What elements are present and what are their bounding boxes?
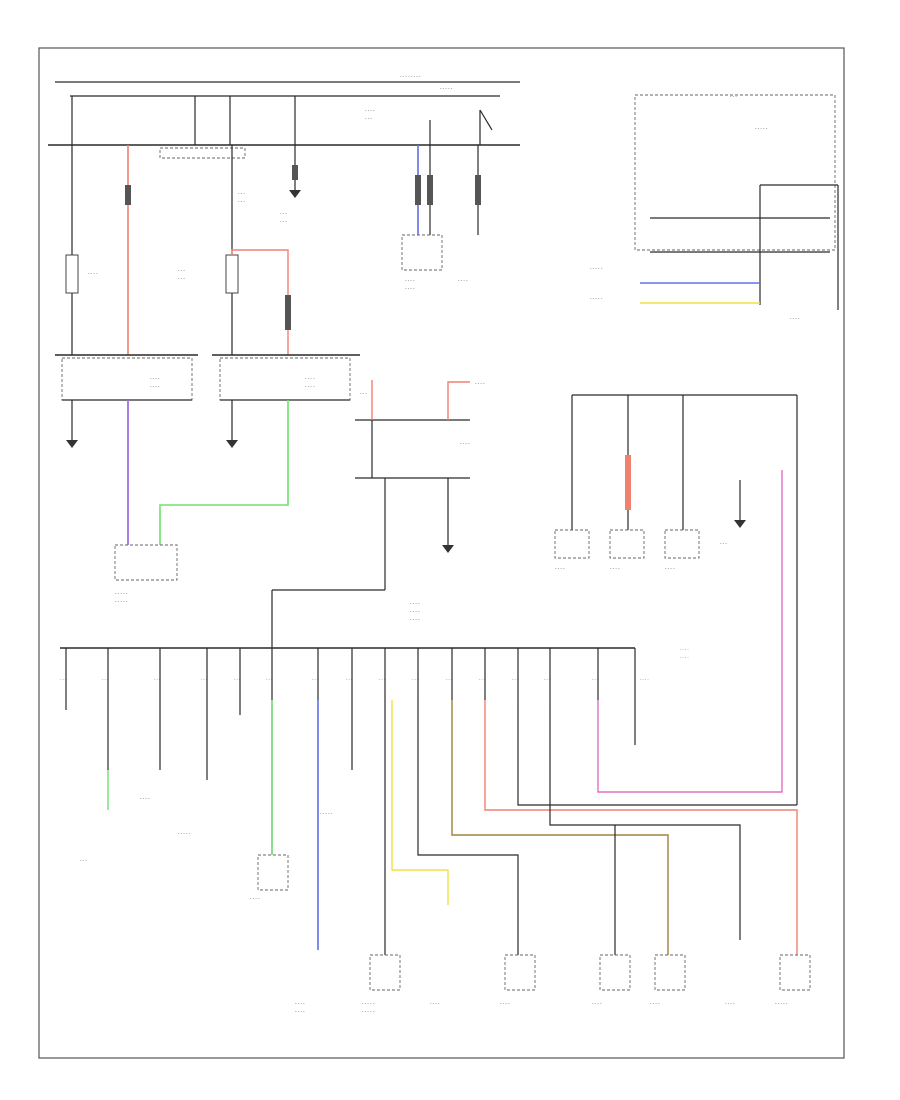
svg-text:- - - - -: - - - - - (775, 1001, 788, 1006)
svg-text:- - - - -: - - - - - (362, 1001, 375, 1006)
svg-text:- - -: - - - (80, 858, 87, 863)
svg-text:- - - -: - - - - (305, 384, 315, 389)
svg-text:- - - -: - - - - (665, 566, 675, 571)
svg-text:- - -: - - - (178, 268, 185, 273)
battery-feed-circuit: - - - - (65, 145, 131, 355)
svg-text:- - -: - - - (238, 199, 245, 204)
svg-text:- - -: - - - (280, 219, 287, 224)
svg-text:- - -: - - - (544, 677, 551, 681)
svg-text:- - -: - - - (479, 677, 486, 681)
svg-text:- - - -: - - - - (500, 1001, 510, 1006)
svg-text:- - - -: - - - - (610, 566, 620, 571)
svg-text:- - - - -: - - - - - (178, 831, 191, 836)
svg-text:- - - - -: - - - - - (590, 296, 603, 301)
top-power-bus: - - - - - - - - - - - - - - - - - - - - (48, 74, 520, 159)
svg-text:- - - -: - - - - (790, 316, 800, 321)
svg-text:- - - -: - - - - (725, 1001, 735, 1006)
ground-symbol-top: - - - - - - (280, 145, 301, 224)
svg-text:- - -: - - - (379, 677, 386, 681)
right-switch-module: - - - - - - - - - - - - - - - - - - - - … (590, 94, 839, 321)
svg-text:- - - - -: - - - - - (115, 599, 128, 604)
bottom-devices: - - - - - - - - - - - - - - - - - - - - … (80, 796, 811, 1014)
svg-text:- - -: - - - (266, 677, 273, 681)
svg-text:- - - - -: - - - - - (440, 86, 453, 91)
svg-text:- - - - -: - - - - - (755, 126, 768, 131)
svg-text:- - -: - - - (730, 94, 737, 99)
svg-text:- - - - -: - - - - - (362, 1009, 375, 1014)
right-sensor-row: - - - - - - - - - - - - - - - (554, 394, 798, 805)
svg-text:- - - -: - - - - (430, 1001, 440, 1006)
svg-text:- - - -: - - - - (250, 896, 260, 901)
svg-text:- - - -: - - - - (305, 376, 315, 381)
svg-text:- - - - - - - -: - - - - - - - - (400, 74, 421, 79)
left-module-outputs: - - - - - - - - - - (66, 400, 289, 604)
svg-text:- - - -: - - - - (410, 601, 420, 606)
svg-text:- - - -: - - - - (680, 655, 689, 659)
svg-text:- - -: - - - (201, 677, 208, 681)
svg-text:- - -: - - - (360, 391, 367, 396)
svg-text:- - - -: - - - - (365, 108, 375, 113)
svg-text:- - -: - - - (154, 677, 161, 681)
left-module-row: - - - - - - - - - - - - - - - - (55, 354, 360, 401)
downstream-wires (107, 470, 798, 955)
svg-text:- - - -: - - - - (640, 677, 649, 681)
svg-text:- - - -: - - - - (650, 1001, 660, 1006)
svg-text:- - - -: - - - - (405, 286, 415, 291)
svg-text:- - - -: - - - - (592, 1001, 602, 1006)
svg-text:- - -: - - - (346, 677, 353, 681)
svg-text:- - -: - - - (720, 541, 727, 546)
svg-text:- - -: - - - (280, 211, 287, 216)
svg-text:- - - -: - - - - (410, 609, 420, 614)
svg-text:- - - -: - - - - (295, 1009, 305, 1014)
svg-text:- - -: - - - (234, 677, 241, 681)
svg-text:- - -: - - - (512, 677, 519, 681)
second-fuse-circuit: - - - - - - - - - - - - (178, 145, 291, 355)
svg-text:- - - -: - - - - (458, 278, 468, 283)
svg-text:- - -: - - - (446, 677, 453, 681)
starter-circuit: - - - - (458, 145, 481, 283)
svg-text:- - -: - - - (60, 677, 67, 681)
svg-text:- - -: - - - (312, 677, 319, 681)
svg-text:- - -: - - - (178, 276, 185, 281)
svg-text:- - - - -: - - - - - (320, 811, 333, 816)
svg-text:- - - -: - - - - (460, 441, 470, 446)
svg-text:- - - - -: - - - - - (590, 266, 603, 271)
svg-text:- - - -: - - - - (150, 384, 160, 389)
top-module: - - - - - - - - (401, 145, 443, 291)
svg-text:- - -: - - - (102, 677, 109, 681)
svg-text:- - -: - - - (238, 191, 245, 196)
middle-relay: - - - - - - - - - - - (355, 380, 485, 590)
svg-text:- - - -: - - - - (88, 271, 98, 276)
svg-text:- - - -: - - - - (475, 381, 485, 386)
svg-text:- - -: - - - (412, 677, 419, 681)
svg-text:- - - -: - - - - (150, 376, 160, 381)
svg-text:- - -: - - - (592, 677, 599, 681)
diagram-border (38, 47, 845, 1059)
fuse-row: - - - - - - - - - - - - - - - - - - - - … (60, 647, 689, 855)
svg-text:- - - -: - - - - (405, 278, 415, 283)
svg-text:- - -: - - - (365, 116, 372, 121)
svg-text:- - - -: - - - - (680, 647, 689, 651)
central-junction-box: - - - - - - - - - - - - (60, 589, 635, 649)
svg-text:- - - -: - - - - (410, 617, 420, 622)
svg-text:- - - -: - - - - (140, 796, 150, 801)
svg-text:- - - -: - - - - (555, 566, 565, 571)
svg-text:- - - -: - - - - (295, 1001, 305, 1006)
svg-text:- - - - -: - - - - - (115, 591, 128, 596)
